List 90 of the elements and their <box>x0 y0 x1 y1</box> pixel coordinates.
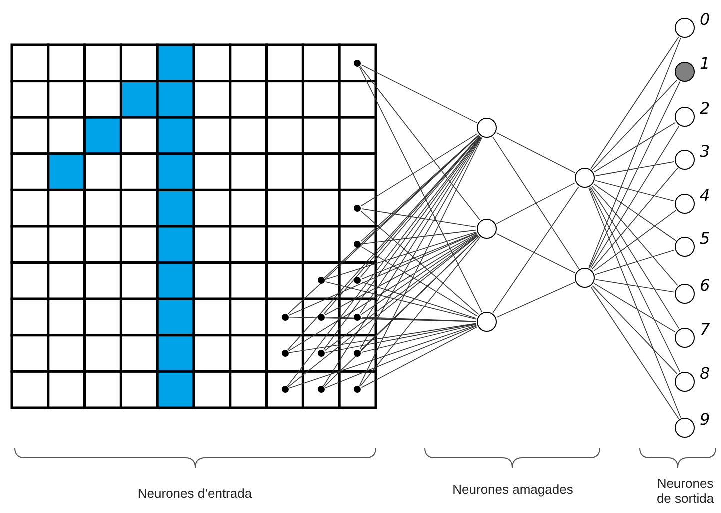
neuron-circle <box>675 284 695 304</box>
connection-line <box>324 136 480 314</box>
connection-line <box>588 38 682 268</box>
digit-label: 5 <box>700 229 710 248</box>
connection-line <box>496 234 576 274</box>
layer-caption: Neurones amagades <box>452 482 574 497</box>
connection-line <box>324 235 479 352</box>
digit-label: 4 <box>700 186 710 205</box>
connection-line <box>592 80 678 170</box>
connection-line <box>359 137 483 386</box>
neuron-circle <box>675 237 695 257</box>
digit-label: 7 <box>700 320 710 339</box>
connection-line <box>588 188 682 418</box>
connection-line <box>288 235 479 388</box>
neuron-circle <box>477 219 497 239</box>
connection-line <box>361 326 478 388</box>
connection-line <box>496 282 576 318</box>
digit-label: 3 <box>700 142 710 161</box>
layer-caption: Neurones de sortida <box>656 476 716 506</box>
connection-line <box>589 82 681 268</box>
digit-label: 2 <box>700 99 710 118</box>
neuron-circle <box>675 18 695 38</box>
connection-line <box>362 230 476 245</box>
connection-line <box>362 282 477 320</box>
connection-line <box>594 184 676 242</box>
connection-line <box>590 286 680 420</box>
connection-line <box>360 210 480 316</box>
connection-line <box>496 132 576 174</box>
connection-line <box>589 187 681 373</box>
neuron-circle <box>675 150 695 170</box>
neuron-circle <box>675 372 695 392</box>
neuron-circle <box>575 168 595 188</box>
connection-line <box>496 182 576 224</box>
connection-line <box>359 66 482 313</box>
connection-line <box>592 168 678 270</box>
connection-line <box>361 64 478 124</box>
connection-line <box>325 324 477 354</box>
neuron-circle <box>675 418 695 438</box>
connection-line <box>288 234 478 352</box>
connection-line <box>325 232 477 280</box>
connection-line <box>289 323 477 354</box>
neuron-circle <box>675 62 695 82</box>
connection-line <box>360 134 480 242</box>
connection-line <box>593 210 677 272</box>
digit-label: 8 <box>700 364 710 383</box>
connection-line <box>590 186 680 330</box>
neuron-circle <box>675 107 695 127</box>
connection-line <box>362 232 478 280</box>
connection-line <box>595 162 675 176</box>
connection-line <box>362 317 476 322</box>
layer-caption: Neurones d’entrada <box>136 486 254 501</box>
neuron-circle <box>477 118 497 138</box>
connection-line <box>325 326 478 389</box>
connection-line <box>360 136 482 314</box>
connection-line <box>492 186 580 314</box>
digit-label: 0 <box>700 10 710 29</box>
neuron-circle <box>675 194 695 214</box>
connection-line <box>361 234 478 316</box>
connection-line <box>360 136 480 278</box>
connection-line <box>590 126 680 270</box>
connection-line <box>362 208 477 228</box>
connection-line <box>590 36 680 170</box>
connection-line <box>595 279 675 293</box>
connection-line <box>288 135 480 315</box>
connection-line <box>360 137 482 350</box>
connection-line <box>492 136 580 270</box>
neuron-circle <box>575 268 595 288</box>
connection-line <box>324 136 481 350</box>
digit-label: 6 <box>700 276 710 295</box>
connection-line <box>325 282 477 320</box>
connection-line <box>360 66 481 221</box>
connection-line <box>592 186 678 286</box>
connection-line <box>595 180 675 202</box>
connection-line <box>288 233 478 316</box>
digit-label: 1 <box>700 54 710 73</box>
neuron-circle <box>675 328 695 348</box>
neuron-circle <box>477 312 497 332</box>
connection-line <box>361 133 478 206</box>
connection-line <box>361 246 478 317</box>
connection-line <box>595 250 675 276</box>
connection-line <box>323 136 482 386</box>
connection-line <box>360 237 480 387</box>
connection-line <box>594 283 676 333</box>
connection-line <box>324 234 478 316</box>
connection-line <box>362 324 477 353</box>
digit-label: 9 <box>700 410 710 429</box>
connection-line <box>594 122 676 173</box>
connection-line <box>288 325 477 389</box>
connection-line <box>592 286 678 374</box>
connection-line <box>324 236 480 388</box>
